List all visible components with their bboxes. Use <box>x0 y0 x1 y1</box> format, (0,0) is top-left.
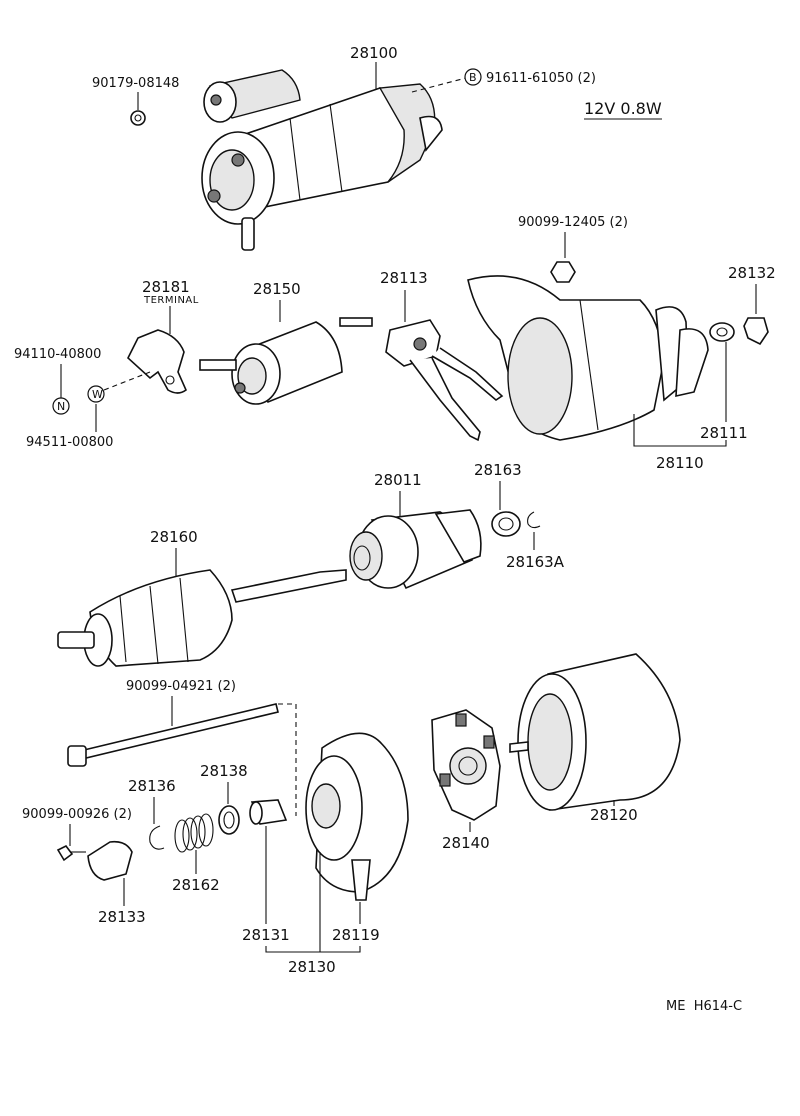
label-28163A: 28163A <box>506 553 565 571</box>
snap-ring-28163A <box>527 511 541 529</box>
label-28138: 28138 <box>200 762 248 780</box>
svg-text:B: B <box>469 71 477 84</box>
cover-28133[interactable] <box>87 840 133 881</box>
bushing-28131 <box>249 799 288 825</box>
label-28140: 28140 <box>442 834 490 852</box>
label-28133: 28133 <box>98 908 146 926</box>
stop-collar-28163 <box>491 511 521 537</box>
label-28132: 28132 <box>728 264 776 282</box>
label-28162: 28162 <box>172 876 220 894</box>
bushing-28111 <box>709 322 735 342</box>
label-90099-00926: 90099-00926 (2) <box>22 807 132 822</box>
yoke-28120[interactable] <box>509 653 681 811</box>
terminal-28181[interactable] <box>127 329 187 394</box>
solenoid-28150[interactable] <box>199 317 373 405</box>
label-28111: 28111 <box>700 424 748 442</box>
badge-b: B <box>464 68 482 86</box>
label-28011: 28011 <box>374 471 422 489</box>
label-terminal: TERMINAL <box>143 295 199 306</box>
label-28130: 28130 <box>288 958 336 976</box>
svg-text:N: N <box>57 400 65 413</box>
label-28100: 28100 <box>350 44 398 62</box>
brush-holder-28140[interactable] <box>431 709 501 821</box>
label-28113: 28113 <box>380 269 428 287</box>
label-28119: 28119 <box>332 926 380 944</box>
nut-90099-12405 <box>550 261 576 283</box>
armature-28160[interactable] <box>57 569 347 667</box>
label-90099-12405: 90099-12405 (2) <box>518 215 628 230</box>
reference-code: ME H614-C <box>666 999 742 1014</box>
spring-28162 <box>174 813 214 853</box>
label-28163: 28163 <box>474 461 522 479</box>
lever-28113[interactable] <box>385 319 504 442</box>
label-91611-61050: 91611-61050 (2) <box>486 71 596 86</box>
cap-28132 <box>743 317 769 346</box>
label-28136: 28136 <box>128 777 176 795</box>
badge-w: W <box>87 385 105 403</box>
label-28131: 28131 <box>242 926 290 944</box>
starter-assembly[interactable] <box>201 69 467 251</box>
screw-90099-00926 <box>56 844 86 862</box>
svg-text:W: W <box>92 388 103 401</box>
end-frame-28130[interactable] <box>305 732 409 893</box>
label-94110-40800: 94110-40800 <box>14 347 101 362</box>
label-28181: 28181 <box>142 278 190 296</box>
badge-n: N <box>52 397 70 415</box>
label-94511-00800: 94511-00800 <box>26 435 113 450</box>
label-28150: 28150 <box>253 280 301 298</box>
washer-28138 <box>218 805 240 835</box>
label-90099-04921: 90099-04921 (2) <box>126 679 236 694</box>
through-bolt-90099-04921[interactable] <box>67 703 279 767</box>
spec-rating: 12V 0.8W <box>584 99 662 118</box>
label-90179-08148: 90179-08148 <box>92 76 179 91</box>
drive-housing-28110[interactable] <box>467 275 709 441</box>
label-28120: 28120 <box>590 806 638 824</box>
pin-28119 <box>351 859 371 901</box>
label-28160: 28160 <box>150 528 198 546</box>
clutch-28011[interactable] <box>349 509 482 590</box>
label-28110: 28110 <box>656 454 704 472</box>
clip-28136 <box>149 825 165 850</box>
bolt-90179 <box>130 110 146 126</box>
